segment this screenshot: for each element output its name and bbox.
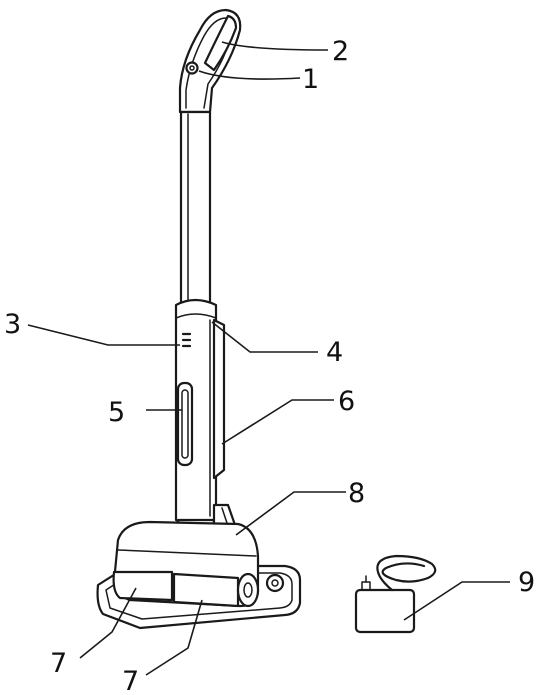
brush-roller-7a xyxy=(112,570,174,602)
callout-7b: 7 xyxy=(122,666,139,695)
leader-3 xyxy=(27,324,180,346)
callout-3: 3 xyxy=(4,309,21,340)
power-button-1 xyxy=(185,61,199,75)
roller-end-cap xyxy=(236,572,260,608)
leader-7a xyxy=(79,587,137,659)
main-tube xyxy=(179,110,212,306)
water-tank-window-5 xyxy=(176,381,194,467)
callout-8: 8 xyxy=(348,478,365,509)
leader-8 xyxy=(235,491,346,536)
leader-6 xyxy=(221,399,334,445)
callout-6: 6 xyxy=(338,386,355,417)
leader-9 xyxy=(403,581,510,621)
callout-9: 9 xyxy=(518,567,535,598)
handle-button-2 xyxy=(203,14,238,72)
brush-roller-7b xyxy=(172,572,240,608)
leader-7b xyxy=(145,599,203,676)
power-adapter-9 xyxy=(354,554,437,634)
callout-4: 4 xyxy=(326,337,343,368)
callout-numbers: 1 2 3 4 5 6 7 7 8 9 xyxy=(4,36,535,695)
callout-5: 5 xyxy=(108,397,125,428)
callout-7a: 7 xyxy=(50,648,67,679)
leader-1 xyxy=(198,70,301,80)
main-body xyxy=(174,298,226,526)
leader-lines xyxy=(27,41,510,676)
display-indicator-3 xyxy=(181,332,192,348)
callout-2: 2 xyxy=(332,36,349,67)
leader-2 xyxy=(221,41,329,51)
leader-4 xyxy=(211,321,318,353)
callout-1: 1 xyxy=(302,64,319,95)
